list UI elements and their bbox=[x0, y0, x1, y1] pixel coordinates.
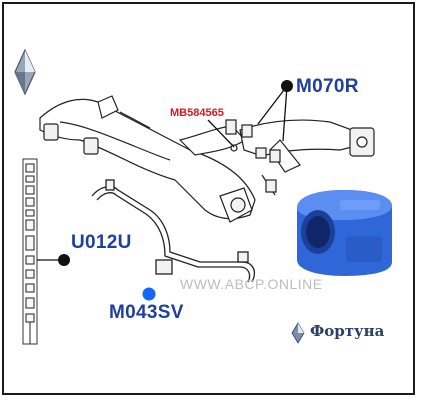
stabilizer-bar-drawing bbox=[91, 179, 256, 283]
stabilizer-link-parts-drawing bbox=[22, 158, 38, 345]
part-number-u012u[interactable]: U012U bbox=[71, 232, 132, 253]
crossmember-drawing bbox=[39, 95, 256, 223]
mitsubishi-emblem-icon bbox=[291, 322, 305, 344]
callout-dot-m043sv bbox=[142, 287, 156, 301]
part-number-m043sv[interactable]: M043SV bbox=[109, 302, 184, 323]
mitsubishi-logo-icon bbox=[14, 48, 36, 96]
part-number-m070r[interactable]: M070R bbox=[296, 76, 359, 97]
watermark-text: WWW.ABCP.ONLINE bbox=[180, 276, 323, 292]
brand-name: Фортуна bbox=[310, 322, 385, 340]
callout-dot-m070r bbox=[281, 80, 293, 92]
oem-part-number[interactable]: MB584565 bbox=[170, 107, 224, 119]
leader-lines bbox=[37, 85, 288, 261]
control-arm-drawing bbox=[225, 119, 375, 196]
callout-dot-u012u bbox=[58, 254, 70, 266]
bushing-photo bbox=[297, 190, 392, 276]
